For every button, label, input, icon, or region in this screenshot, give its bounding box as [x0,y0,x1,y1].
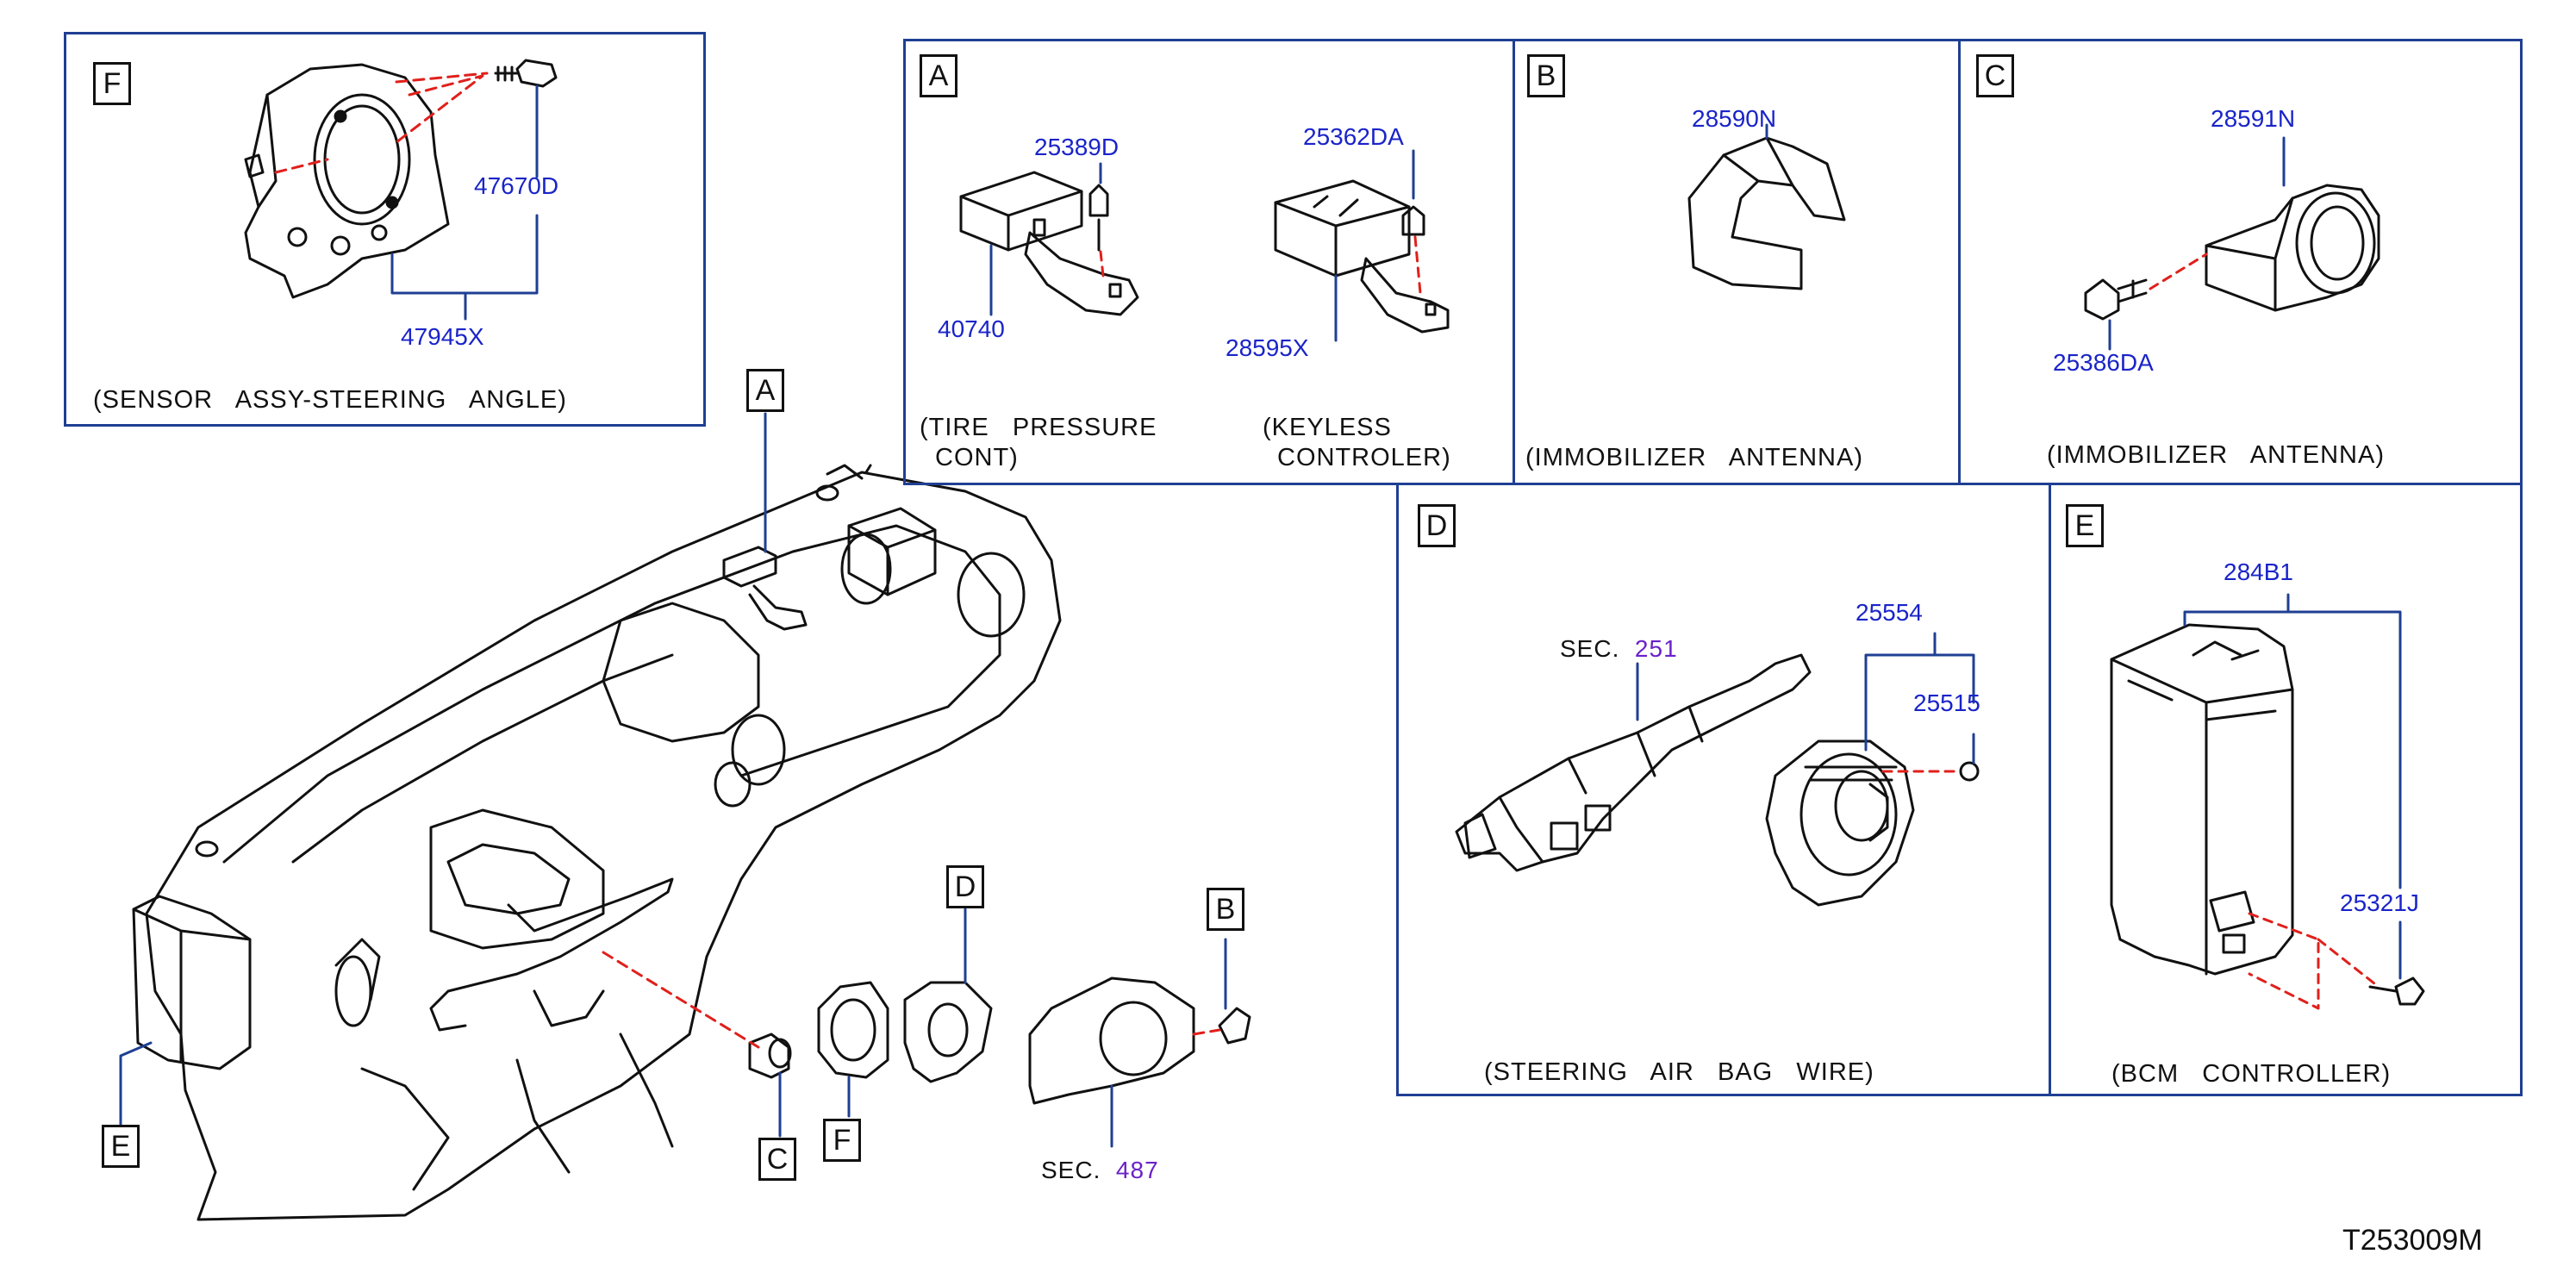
panel-a-letter: A [920,54,957,97]
part-number-28590N: 28590N [1692,105,1777,132]
panel-d-caption: (STEERING AIR BAG WIRE) [1484,1058,1874,1086]
overview-section-ref: SEC. 487 [1041,1157,1159,1184]
bcm-controller-drawing [2110,623,2425,1006]
keyless-controller-drawing [1274,179,1450,334]
panel-a-caption-left-2: CONT) [935,444,1019,471]
part-number-47670D: 47670D [474,172,559,199]
panel-a-caption-right-1: (KEYLESS [1263,414,1392,441]
panel-b-letter: B [1527,54,1565,97]
panel-c-leaders [2108,136,2286,351]
panel-e-letter: E [2066,504,2104,547]
overview-leaders [119,412,1227,1148]
panel-e-leaders [2183,593,2402,980]
sensor-leaders [390,84,539,321]
overview-section-label: SEC. [1041,1157,1101,1183]
spiral-cable-drawing [1765,739,1915,907]
panel-c-letter: C [1976,54,2014,97]
panel-f-letter: F [93,62,131,105]
panel-d-letter: D [1418,504,1456,547]
panel-a-caption-right-2: CONTROLER) [1277,444,1451,471]
overview-section-number: 487 [1115,1157,1159,1183]
panel-c-dash [2149,253,2208,290]
immobilizer-antenna-b-drawing [1687,136,1846,290]
instrument-panel-drawing [132,464,1251,1221]
panel-d-leaders [1636,632,1975,764]
diagram-code: T253009M [2342,1224,2483,1257]
callout-b: B [1207,888,1244,931]
panel-e-dashes [2248,912,2380,1010]
clip-25515-drawing [1959,761,1980,782]
tire-pressure-control-drawing [959,171,1139,316]
panel-e [2049,483,2523,1096]
panel-d-section-number: 251 [1634,635,1678,662]
steering-angle-sensor-drawing [244,59,558,299]
part-number-284B1: 284B1 [2224,558,2293,585]
panel-d [1396,483,2051,1096]
callout-f: F [823,1119,861,1162]
part-number-28591N: 28591N [2211,105,2296,132]
panel-d-section-label: SEC. [1560,635,1620,662]
immobilizer-antenna-c-drawing [2084,184,2380,321]
panel-e-caption: (BCM CONTROLLER) [2111,1060,2392,1088]
part-number-25386DA: 25386DA [2053,349,2154,376]
overview-dashes [602,951,1221,1049]
panel-a-leaders [989,149,1415,342]
panel-b-caption: (IMMOBILIZER ANTENNA) [1525,444,1863,471]
panel-a-dashes [1099,235,1422,295]
callout-e: E [102,1125,140,1168]
part-number-47945X: 47945X [401,323,484,350]
part-number-25554: 25554 [1856,599,1923,626]
panel-f [64,32,706,427]
part-number-28595X: 28595X [1226,334,1309,361]
panel-d-section-ref: SEC. 251 [1560,635,1678,663]
callout-c: C [758,1138,796,1181]
panel-a-caption-left-1: (TIRE PRESSURE [920,414,1157,441]
part-number-25515: 25515 [1913,689,1980,716]
part-number-25389D: 25389D [1034,134,1120,160]
sensor-leader-dashes [274,72,489,174]
callout-d: D [946,865,984,908]
panel-c-caption: (IMMOBILIZER ANTENNA) [2047,441,2385,469]
callout-a: A [746,369,784,412]
part-number-25321J: 25321J [2340,889,2419,916]
part-number-25362DA: 25362DA [1303,123,1404,150]
part-number-40740: 40740 [938,315,1005,342]
panel-f-caption: (SENSOR ASSY-STEERING ANGLE) [93,386,567,414]
combination-switch-drawing [1455,653,1812,872]
